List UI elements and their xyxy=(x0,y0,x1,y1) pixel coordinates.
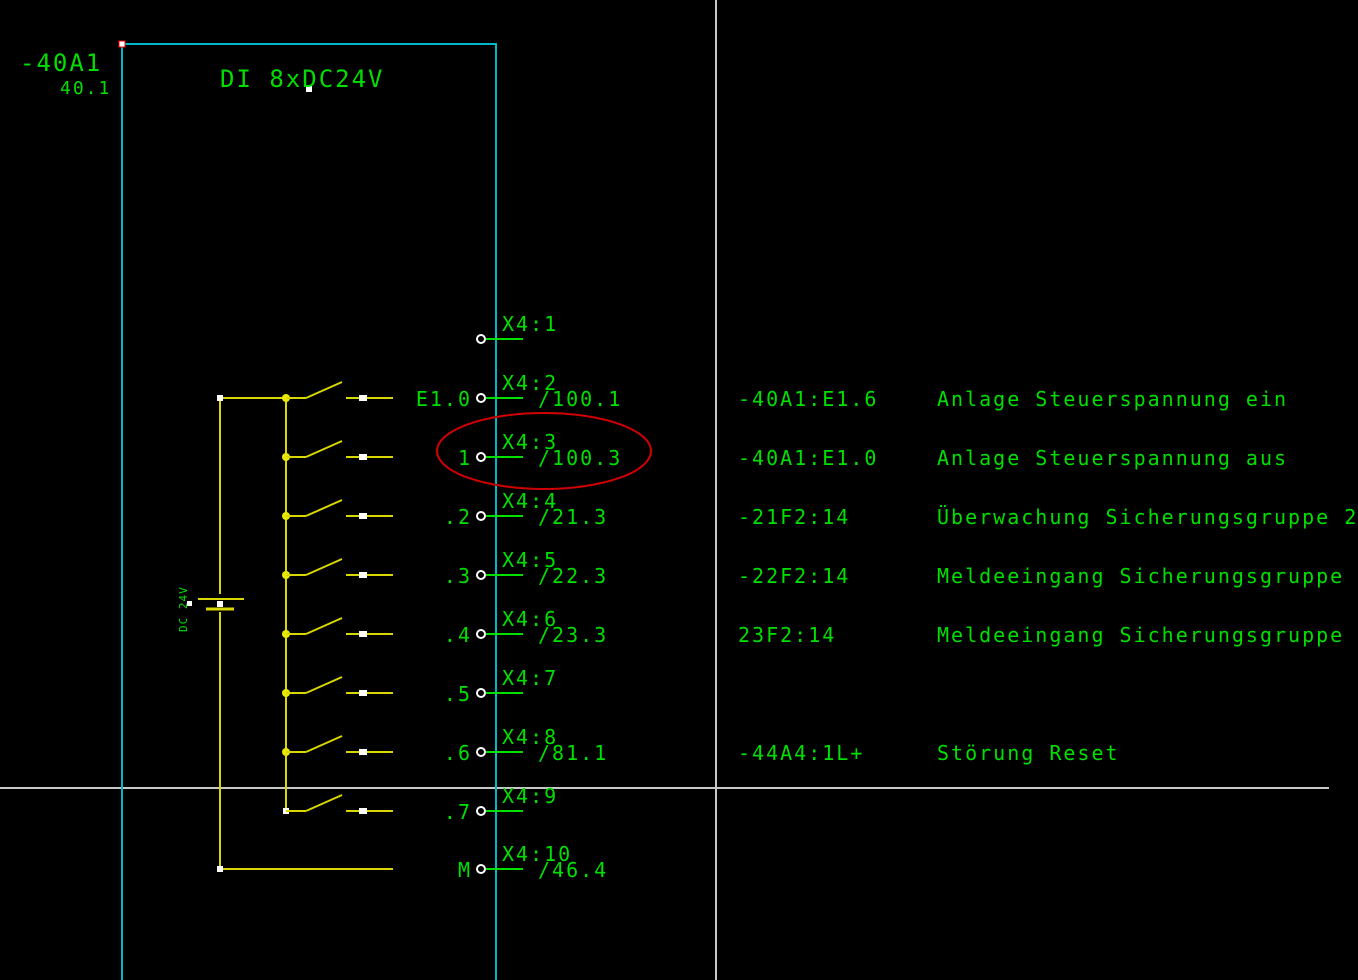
schematic-drawing xyxy=(0,0,1329,980)
signal-description: Störung Reset xyxy=(937,741,1120,765)
switch-contact-handle xyxy=(359,749,367,755)
input-address: .3 xyxy=(443,564,472,588)
signal-description: Anlage Steuerspannung ein xyxy=(937,387,1289,411)
terminal-point xyxy=(476,629,486,639)
input-address: E1.0 xyxy=(415,387,472,411)
input-address: M xyxy=(457,858,472,882)
terminal-point xyxy=(476,864,486,874)
input-address: .6 xyxy=(443,741,472,765)
terminal-label: X4:7 xyxy=(502,666,559,690)
wire-end-handle xyxy=(217,395,223,401)
module-label: DI 8xDC24V xyxy=(220,65,385,93)
terminal-point xyxy=(476,393,486,403)
switch-contact-handle xyxy=(359,395,367,401)
battery-handle xyxy=(217,601,223,607)
switch-blade xyxy=(305,794,343,812)
input-address: 1 xyxy=(457,446,472,470)
input-address: .2 xyxy=(443,505,472,529)
terminal-point xyxy=(476,806,486,816)
terminal-label: X4:9 xyxy=(502,784,559,808)
target-reference: -22F2:14 xyxy=(738,564,851,588)
highlight-ellipse xyxy=(436,412,652,490)
device-page-ref: 40.1 xyxy=(60,78,112,99)
target-reference: -44A4:1L+ xyxy=(738,741,865,765)
switch-blade xyxy=(305,617,343,635)
input-address: .7 xyxy=(443,800,472,824)
terminal-point xyxy=(476,747,486,757)
switch-contact-handle xyxy=(359,454,367,460)
switch-blade xyxy=(305,440,343,458)
switch-blade xyxy=(305,735,343,753)
terminal-point xyxy=(476,688,486,698)
terminal-label: X4:4 xyxy=(502,489,559,513)
signal-description: Überwachung Sicherungsgruppe 2 xyxy=(937,505,1358,529)
input-address: .4 xyxy=(443,623,472,647)
module-anchor-handle xyxy=(118,40,126,48)
switch-contact-handle xyxy=(359,690,367,696)
terminal-point xyxy=(476,570,486,580)
switch-contact-handle xyxy=(359,631,367,637)
target-reference: 23F2:14 xyxy=(738,623,837,647)
input-address: .5 xyxy=(443,682,472,706)
terminal-label: X4:5 xyxy=(502,548,559,572)
target-reference: -21F2:14 xyxy=(738,505,851,529)
signal-description: Meldeeingang Sicherungsgruppe xyxy=(937,623,1345,647)
switch-contact-handle xyxy=(359,808,367,814)
cross-reference: /100.1 xyxy=(538,387,623,411)
signal-description: Anlage Steuerspannung aus xyxy=(937,446,1289,470)
label-anchor-handle xyxy=(306,86,312,92)
device-tag: -40A1 xyxy=(20,49,103,77)
terminal-point xyxy=(476,452,486,462)
cross-reference: /23.3 xyxy=(538,623,609,647)
switch-blade xyxy=(305,558,343,576)
battery-label-handle xyxy=(187,601,192,606)
terminal-label: X4:6 xyxy=(502,607,559,631)
switch-contact-handle xyxy=(359,513,367,519)
terminal-label: X4:1 xyxy=(502,312,559,336)
target-reference: -40A1:E1.0 xyxy=(738,446,879,470)
signal-description: Meldeeingang Sicherungsgruppe xyxy=(937,564,1345,588)
cross-reference: /21.3 xyxy=(538,505,609,529)
terminal-label: X4:3 xyxy=(502,430,559,454)
terminal-label: X4:2 xyxy=(502,371,559,395)
target-reference: -40A1:E1.6 xyxy=(738,387,879,411)
switch-blade xyxy=(305,381,343,399)
cross-reference: /46.4 xyxy=(538,858,609,882)
wire-end-handle xyxy=(217,866,223,872)
cross-reference: /22.3 xyxy=(538,564,609,588)
supply-label: DC 24V xyxy=(177,586,190,632)
switch-blade xyxy=(305,499,343,517)
terminal-label: X4:10 xyxy=(502,842,573,866)
cross-reference: /81.1 xyxy=(538,741,609,765)
switch-contact-handle xyxy=(359,572,367,578)
cross-reference: /100.3 xyxy=(538,446,623,470)
switch-blade xyxy=(305,676,343,694)
terminal-point xyxy=(476,511,486,521)
module-box xyxy=(121,43,497,980)
terminal-point xyxy=(476,334,486,344)
terminal-label: X4:8 xyxy=(502,725,559,749)
